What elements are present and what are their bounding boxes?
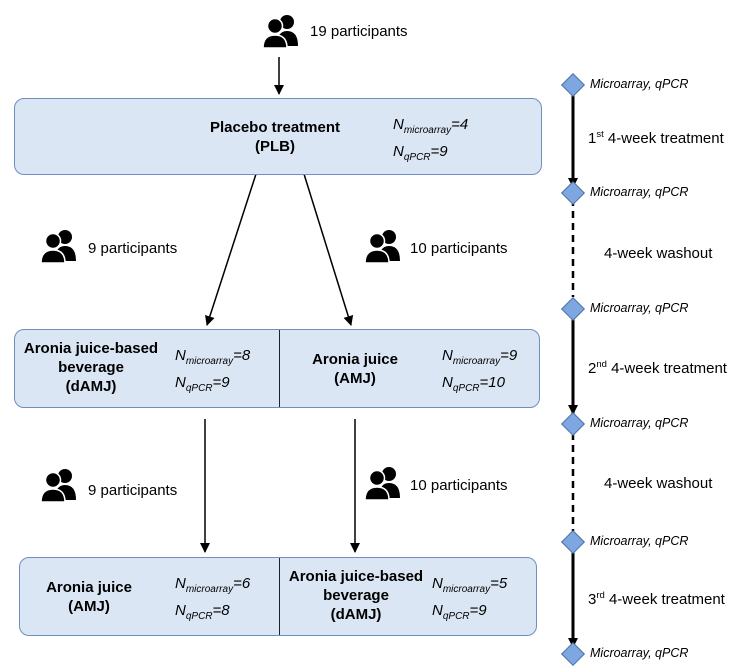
dAMJ-cell: Aronia juice-based beverage (dAMJ) Nmicr… — [15, 330, 279, 407]
n-microarray: Nmicroarray=4 — [393, 116, 469, 136]
sampling-diamond-icon — [560, 641, 586, 667]
sample-size-block: Nmicroarray=8 NqPCR=9 — [175, 345, 250, 399]
box-label-line: (dAMJ) — [65, 378, 117, 395]
participants-count-right-2: 10 participants — [410, 477, 508, 494]
AMJ-cell: Aronia juice (AMJ) Nmicroarray=9 NqPCR=1… — [280, 330, 539, 407]
n-microarray: Nmicroarray=6 — [175, 575, 251, 595]
sampling-diamond-icon — [560, 180, 586, 206]
sampling-label: Microarray, qPCR — [590, 301, 689, 315]
box-label-line: Aronia juice-based — [288, 568, 424, 585]
period3-box: Aronia juice (AMJ) Nmicroarray=6 NqPCR=8… — [19, 557, 537, 636]
n-qpcr: NqPCR=10 — [442, 374, 505, 394]
box-label-line: Aronia juice — [46, 579, 132, 596]
sampling-label: Microarray, qPCR — [590, 77, 689, 91]
arrow-placebo-to-right — [303, 173, 354, 326]
n-qpcr: NqPCR=9 — [175, 374, 230, 394]
participants-count-right-1: 10 participants — [410, 240, 508, 257]
n-qpcr: NqPCR=9 — [393, 143, 448, 163]
n-microarray: Nmicroarray=8 — [175, 347, 251, 367]
n-microarray: Nmicroarray=5 — [432, 575, 508, 595]
people-icon — [364, 230, 400, 263]
box-label-line: Aronia juice-based — [23, 340, 159, 357]
box-label-line: (AMJ) — [334, 370, 376, 387]
sample-size-block: Nmicroarray=5 NqPCR=9 — [432, 573, 507, 627]
sampling-label: Microarray, qPCR — [590, 534, 689, 548]
sampling-diamond-icon — [560, 296, 586, 322]
box-label: Placebo treatment (PLB) — [185, 118, 365, 156]
placebo-treatment-box: Placebo treatment (PLB) Nmicroarray=4 Nq… — [14, 98, 542, 175]
sample-size-block: Nmicroarray=6 NqPCR=8 — [175, 573, 250, 627]
phase-label-washout-2: 4-week washout — [604, 475, 713, 492]
period2-box: Aronia juice-based beverage (dAMJ) Nmicr… — [14, 329, 540, 408]
phase-label-treatment-1: 1st 4-week treatment — [588, 129, 724, 147]
box-divider — [279, 558, 280, 635]
sampling-label: Microarray, qPCR — [590, 185, 689, 199]
box-label-line: beverage — [58, 359, 124, 376]
people-icon — [364, 467, 400, 500]
sampling-diamond-icon — [560, 529, 586, 555]
sample-size-block: Nmicroarray=4 NqPCR=9 — [393, 114, 468, 168]
AMJ-cell: Aronia juice (AMJ) Nmicroarray=6 NqPCR=8 — [20, 558, 279, 635]
participants-count-left-1: 9 participants — [88, 240, 178, 257]
n-microarray: Nmicroarray=9 — [442, 347, 518, 367]
dAMJ-cell: Aronia juice-based beverage (dAMJ) Nmicr… — [280, 558, 536, 635]
box-label-line: (dAMJ) — [330, 606, 382, 623]
people-icon — [40, 230, 76, 263]
box-label: Aronia juice-based beverage (dAMJ) — [19, 339, 163, 396]
participants-count-top: 19 participants — [310, 23, 408, 40]
phase-label-treatment-2: 2nd 4-week treatment — [588, 359, 727, 377]
arrow-placebo-to-left — [205, 173, 257, 326]
box-label: Aronia juice (AMJ) — [34, 578, 144, 616]
sampling-diamond-icon — [560, 72, 586, 98]
people-icon — [40, 469, 76, 502]
n-qpcr: NqPCR=9 — [432, 602, 487, 622]
box-label-line: Aronia juice — [312, 351, 398, 368]
box-label-line: (AMJ) — [68, 598, 110, 615]
box-label: Aronia juice-based beverage (dAMJ) — [284, 567, 428, 624]
sampling-label: Microarray, qPCR — [590, 416, 689, 430]
sampling-diamond-icon — [560, 411, 586, 437]
participants-count-left-2: 9 participants — [88, 482, 178, 499]
people-icon — [262, 15, 298, 48]
box-label-line: (PLB) — [255, 138, 295, 155]
box-divider — [279, 330, 280, 407]
sample-size-block: Nmicroarray=9 NqPCR=10 — [442, 345, 517, 399]
phase-label-treatment-3: 3rd 4-week treatment — [588, 590, 725, 608]
box-label: Aronia juice (AMJ) — [300, 350, 410, 388]
sampling-label: Microarray, qPCR — [590, 646, 689, 660]
n-qpcr: NqPCR=8 — [175, 602, 230, 622]
phase-label-washout-1: 4-week washout — [604, 245, 713, 262]
box-label-line: Placebo treatment — [209, 119, 341, 136]
box-label-line: beverage — [323, 587, 389, 604]
